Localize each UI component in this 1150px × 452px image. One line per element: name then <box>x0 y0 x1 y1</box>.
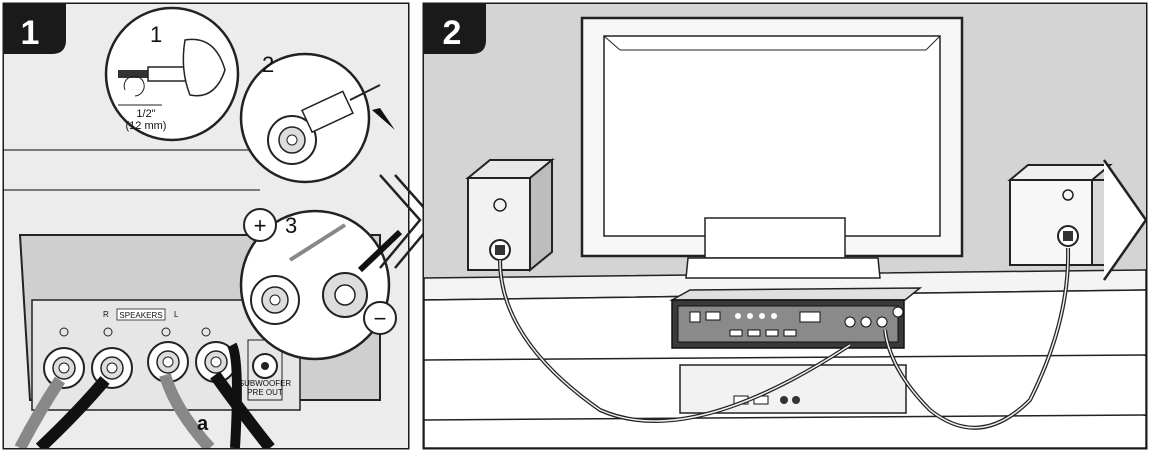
television <box>582 18 962 278</box>
panel-1-number: 1 <box>21 14 40 52</box>
speaker-cable-black <box>232 345 237 448</box>
right-speaker <box>1010 165 1110 265</box>
step-3-number: 3 <box>285 213 297 238</box>
lower-device <box>680 365 906 413</box>
speakers-label: SPEAKERS <box>119 311 162 320</box>
length-inch: 1/2" <box>136 108 155 120</box>
step-1-detail: 1/2" (12 mm) 1 <box>106 8 238 140</box>
tv-neck <box>705 218 845 258</box>
subwoofer-label: SUBWOOFER <box>239 379 292 388</box>
cable-label-a: a <box>197 413 209 435</box>
plus-label: + <box>254 213 267 238</box>
panel-1-badge: 1 <box>4 4 66 54</box>
panel-2-number: 2 <box>443 14 462 52</box>
stripped-wire <box>118 70 148 78</box>
step-2-number: 2 <box>262 52 274 77</box>
right-channel-label: R <box>103 310 109 319</box>
step-1-number: 1 <box>150 22 162 47</box>
length-mm: (12 mm) <box>126 120 167 132</box>
left-channel-label: L <box>174 310 179 319</box>
tv-base <box>686 258 880 278</box>
panel-1: R SPEAKERS L <box>4 4 408 448</box>
preout-label: PRE OUT <box>247 388 283 397</box>
panel-2: 2 <box>424 4 1146 448</box>
av-receiver <box>672 288 920 348</box>
left-speaker <box>468 160 552 270</box>
panel-2-badge: 2 <box>424 4 486 54</box>
minus-label: − <box>374 306 387 331</box>
